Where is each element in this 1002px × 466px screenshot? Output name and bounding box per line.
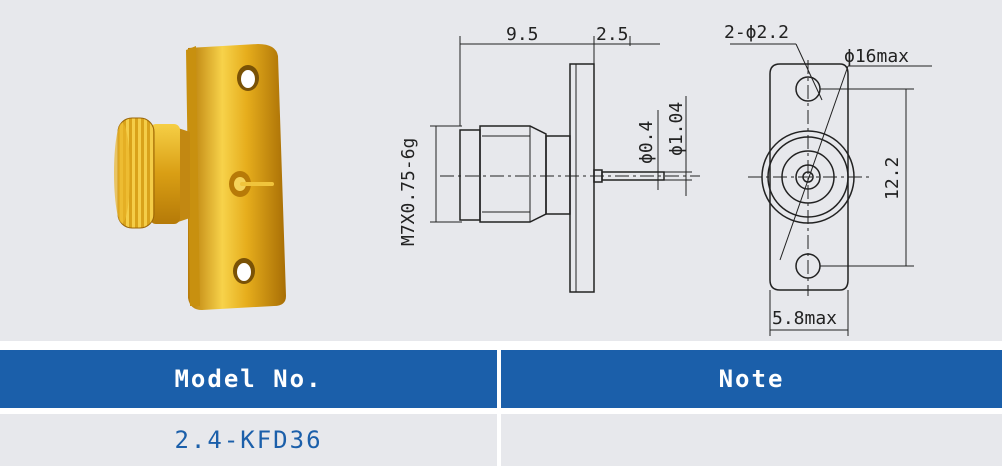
- product-drawing: 9.5 2.5 M7X0.75-6g ϕ0.4 ϕ1.04 2-ϕ2.2 ϕ16…: [114, 22, 932, 336]
- dim-thread: M7X0.75-6g: [398, 138, 419, 246]
- front-view-drawing: [730, 43, 932, 336]
- header-model-no: Model No.: [0, 350, 497, 408]
- dim-flange-thickness: 2.5: [596, 24, 629, 45]
- dim-holes: 2-ϕ2.2: [724, 22, 789, 43]
- product-figure-panel: 9.5 2.5 M7X0.75-6g ϕ0.4 ϕ1.04 2-ϕ2.2 ϕ16…: [0, 0, 1002, 341]
- side-view-drawing: [430, 36, 700, 293]
- dim-pin-diameter: ϕ0.4: [636, 121, 657, 164]
- dim-max-diameter: ϕ16max: [844, 46, 909, 67]
- cell-note: [501, 414, 1002, 466]
- header-note: Note: [501, 350, 1002, 408]
- dim-hole-spacing: 12.2: [882, 157, 903, 200]
- cell-model-no: 2.4-KFD36: [0, 414, 497, 466]
- dim-insulator-diameter: ϕ1.04: [666, 102, 687, 156]
- connector-photo: [114, 44, 286, 310]
- spec-table: Model No. Note 2.4-KFD36: [0, 350, 1002, 466]
- dim-flange-width: 5.8max: [772, 308, 837, 329]
- dim-length: 9.5: [506, 24, 539, 45]
